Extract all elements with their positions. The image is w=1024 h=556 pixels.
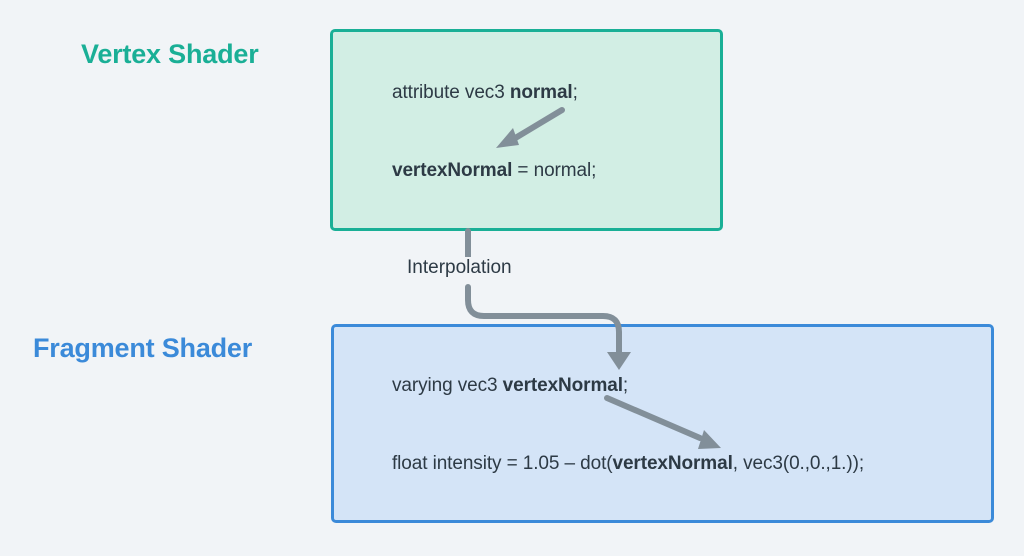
- code-token: attribute vec3: [392, 82, 510, 103]
- vertex-code-line-1: attribute vec3 normal;: [392, 82, 578, 104]
- fragment-code-line-1: varying vec3 vertexNormal;: [392, 375, 628, 397]
- code-token-emphasis: normal: [509, 82, 573, 103]
- fragment-shader-box: [331, 324, 994, 523]
- fragment-code-line-2: float intensity = 1.05 – dot(vertexNorma…: [392, 453, 864, 475]
- vertex-shader-box: [330, 29, 723, 231]
- code-token-emphasis: vertexNormal: [392, 160, 513, 181]
- code-token: varying vec3: [392, 375, 503, 396]
- fragment-shader-title: Fragment Shader: [33, 333, 253, 363]
- interpolation-label: Interpolation: [403, 257, 516, 279]
- code-token: ;: [572, 82, 578, 103]
- code-token-emphasis: vertexNormal: [612, 453, 733, 474]
- vertex-shader-title: Vertex Shader: [81, 39, 259, 69]
- code-token: float intensity = 1.05 – dot(: [392, 453, 613, 474]
- code-token: , vec3(0.,0.,1.));: [732, 453, 864, 474]
- code-token: ;: [622, 375, 629, 396]
- code-token: = normal;: [512, 160, 597, 181]
- code-token-emphasis: vertexNormal: [502, 375, 623, 396]
- vertex-code-line-2: vertexNormal = normal;: [392, 160, 596, 182]
